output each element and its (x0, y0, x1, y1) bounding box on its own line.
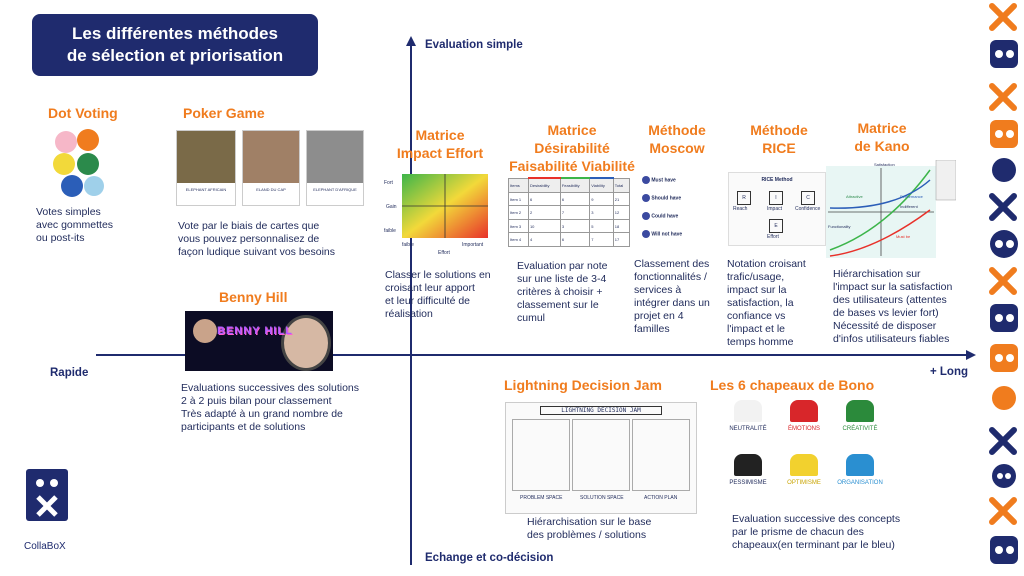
impact-effort-image: Fort Gain faible faible Effort Important (384, 170, 494, 260)
page-title-box: Les différentes méthodes de sélection et… (32, 14, 318, 76)
blue-hat-icon (846, 454, 874, 476)
benny-hill-image: BENNY HILL (185, 311, 333, 371)
page-title-line2: de sélection et priorisation (66, 46, 284, 65)
axis-top-label: Evaluation simple (425, 39, 523, 51)
ldj-title: Lightning Decision Jam (504, 377, 662, 393)
kano-title: Matrice de Kano (854, 120, 910, 154)
dot-voting-desc: Votes simples avec gommettes ou post-its (36, 206, 114, 244)
dfv-table: Items Desirability Feasibility Viability… (508, 176, 631, 247)
moscow-image: Must have Should have Could have Will no… (640, 172, 714, 246)
axis-right-label: + Long (930, 366, 969, 378)
impact-effort-desc: Classer le solutions en croisant leur ap… (385, 269, 491, 320)
horizontal-axis-arrow (966, 350, 976, 360)
rice-desc: Notation croisant trafic/usage, impact s… (727, 258, 806, 348)
dfv-title: Matrice Désirabilité Faisabilité Viabili… (509, 122, 635, 174)
benny-hill-desc: Evaluations successives des solutions 2 … (181, 382, 360, 433)
vertical-axis-arrow (406, 36, 416, 46)
poker-game-desc: Vote par le biais de cartes que vous pou… (178, 220, 336, 258)
collabox-logo-icon (26, 469, 68, 521)
dfv-desc: Evaluation par note sur une liste de 3-4… (517, 260, 608, 324)
bono-title: Les 6 chapeaux de Bono (710, 377, 875, 393)
ldj-desc: Hiérarchisation sur le base des problème… (527, 516, 652, 541)
bono-desc: Evaluation successive des concepts par l… (732, 513, 901, 551)
rice-image: RICE Method R I C E Reach Impact Confide… (728, 172, 826, 246)
poker-game-title: Poker Game (183, 105, 265, 121)
axis-left-label: Rapide (50, 367, 89, 379)
bono-image: NEUTRALITÉ ÉMOTIONS CRÉATIVITÉ PESSIMISM… (718, 396, 888, 508)
benny-hill-title: Benny Hill (219, 289, 288, 305)
yellow-hat-icon (790, 454, 818, 476)
kano-image: Satisfaction Attractive Performance Indi… (826, 159, 957, 260)
poker-card-2: ELAND DU CAP (242, 130, 300, 206)
impact-effort-title: Matrice Impact Effort (396, 127, 484, 161)
black-hat-icon (734, 454, 762, 476)
rice-title: Méthode RICE (750, 122, 808, 156)
axis-bottom-label: Echange et co-décision (425, 552, 554, 564)
poker-card-1: ELEPHANT AFRICAIN (176, 130, 236, 206)
moscow-desc: Classement des fonctionnalités / service… (634, 258, 710, 335)
dot-voting-title: Dot Voting (48, 105, 118, 121)
collabox-brand: CollaBoX (24, 541, 66, 552)
moscow-title: Méthode Moscow (648, 122, 706, 156)
white-hat-icon (734, 400, 762, 422)
dot-voting-image (52, 128, 104, 198)
ldj-image: LIGHTNING DECISION JAM PROBLEM SPACE SOL… (505, 402, 697, 514)
dfv-table-image: Items Desirability Feasibility Viability… (508, 176, 631, 247)
decorative-pattern (989, 3, 1018, 564)
green-hat-icon (846, 400, 874, 422)
kano-desc: Hiérarchisation sur l'impact sur la sati… (833, 268, 953, 345)
page-title-line1: Les différentes méthodes (72, 24, 278, 43)
poker-card-3: ELEPHANT D'AFRIQUE (306, 130, 364, 206)
red-hat-icon (790, 400, 818, 422)
benny-hill-logo: BENNY HILL (217, 325, 293, 337)
